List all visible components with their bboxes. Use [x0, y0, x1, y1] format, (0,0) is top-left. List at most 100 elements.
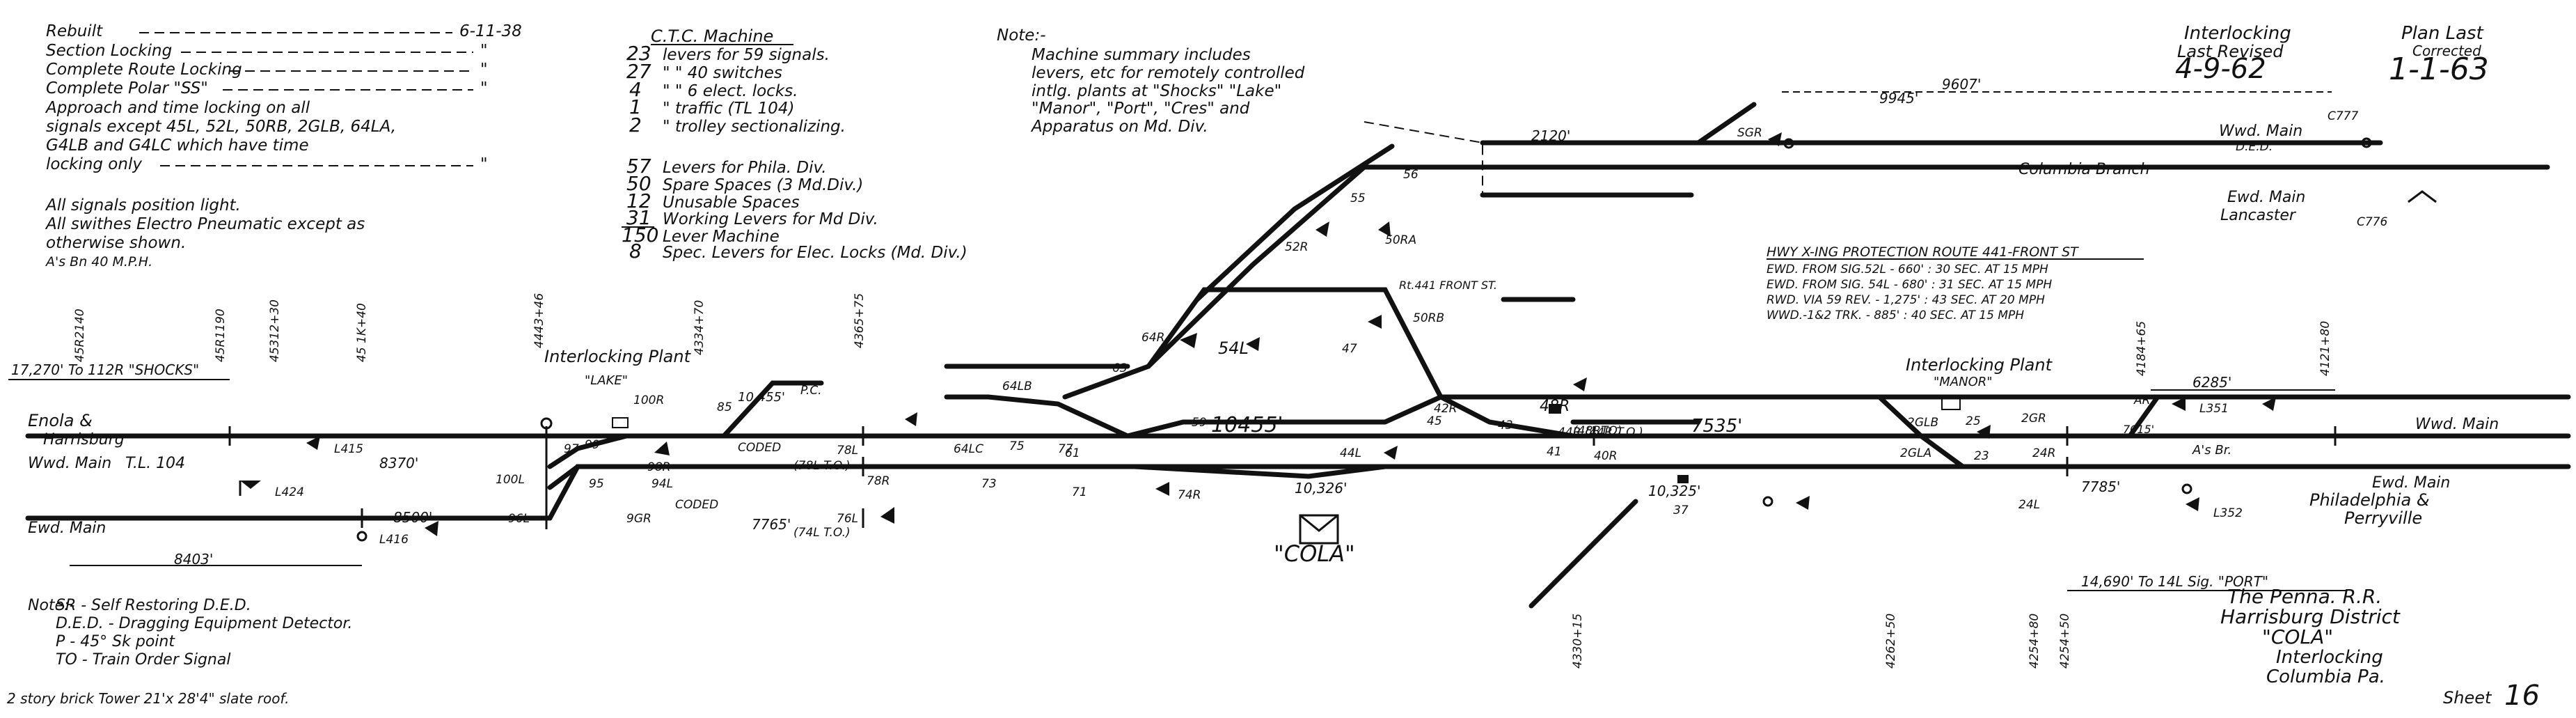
signal-label: 41 — [1547, 445, 1562, 459]
hwy-crossing-table: HWY X-ING PROTECTION ROUTE 441-FRONT ST … — [1767, 244, 2144, 322]
signal-label: 75 — [1009, 439, 1025, 453]
signal-icon — [425, 521, 438, 536]
track-branch-2 — [1194, 143, 1395, 302]
signal-label: 64LB — [1002, 380, 1032, 393]
signal-label: 50RB — [1413, 311, 1444, 325]
milepost: 4121+80 — [2318, 321, 2332, 376]
legend-row: TO - Train Order Signal — [56, 651, 230, 669]
note-leader-lines — [139, 32, 473, 166]
signal-label: 25 — [1966, 414, 1981, 428]
track-lower-loop — [1062, 464, 1388, 479]
signal-label: 61 — [1065, 446, 1080, 460]
legend-bottom: Note:- SR - Self Restoring D.E.D. D.E.D.… — [7, 597, 352, 707]
label-to-shocks: 17,270' To 112R "SHOCKS" — [11, 361, 199, 378]
signal-label: 52R — [1285, 240, 1308, 254]
signal-label: 63 — [1112, 361, 1128, 375]
label-ewd-main-right: Ewd. Main — [2372, 474, 2450, 492]
signal-label: L416 — [379, 533, 409, 547]
ctc-count: 12 — [626, 189, 651, 212]
milepost: 45 1K+40 — [355, 303, 369, 362]
insulated-joints — [228, 426, 2337, 529]
ditto-mark: " — [480, 42, 488, 60]
signal-label: 40R — [1594, 449, 1617, 463]
milepost: 4254+50 — [2058, 614, 2072, 669]
plant-labels: Interlocking Plant "LAKE" Interlocking P… — [544, 347, 2053, 567]
lake-tower-icon — [612, 417, 629, 428]
note-section-locking: Section Locking — [46, 42, 172, 60]
signal-label: 96L — [508, 512, 530, 526]
place-enola: Enola & — [28, 411, 93, 430]
dist-7535: 7535' — [1691, 416, 1742, 437]
signal-label: 37 — [1673, 504, 1689, 517]
milepost: 4365+75 — [853, 293, 867, 348]
ctc-machine-block: C.T.C. Machine 23 levers for 59 signals.… — [622, 26, 967, 263]
cola-tower-icon-cross — [1299, 514, 1338, 532]
mileposts: 45R2140 45R1190 45312+30 45 1K+40 4443+4… — [73, 293, 2332, 669]
ctc-count: 50 — [626, 172, 651, 195]
signal-head-icon — [2361, 137, 2372, 148]
signal-label: 56 — [1403, 168, 1419, 182]
signal-base-icon — [1549, 404, 1561, 414]
sheet-label: Sheet — [2443, 688, 2492, 708]
milepost: 45312+30 — [268, 299, 282, 362]
signal-label: 99 — [585, 438, 600, 452]
signal-label: 71 — [1072, 485, 1087, 499]
signal-label: 74R — [1178, 488, 1201, 502]
ctc-count: 57 — [626, 155, 651, 178]
hwy-row: WWD.-1&2 TRK. - 885' : 40 SEC. AT 15 MPH — [1767, 309, 2024, 322]
ctc-title: C.T.C. Machine — [651, 26, 773, 46]
signal-label: 44R (44R T.O.) — [1558, 426, 1643, 439]
ctc-row: " " 6 elect. locks. — [663, 82, 798, 100]
signal-icon — [306, 436, 320, 450]
signal-icon — [2172, 397, 2186, 411]
place-philadelphia: Philadelphia & — [2309, 490, 2430, 510]
signal-icon — [654, 442, 670, 455]
manor-plant-title: Interlocking Plant — [1906, 355, 2053, 375]
label-ewd-main-branch: Ewd. Main — [2227, 189, 2305, 206]
crossover-lake-2 — [547, 464, 580, 490]
signal-label: L351 — [2199, 402, 2229, 416]
ditto-mark: " — [480, 155, 488, 173]
ctc-row: " traffic (TL 104) — [663, 100, 794, 118]
lake-plant-title: Interlocking Plant — [544, 347, 692, 366]
label-ewd-main-left: Ewd. Main — [28, 520, 106, 537]
ditto-mark: " — [480, 79, 488, 97]
title-block: The Penna. R.R. Harrisburg District "COL… — [2220, 585, 2540, 712]
label-wwd-main-branch: Wwd. Main — [2219, 123, 2302, 140]
signal-label: 100L — [496, 473, 525, 487]
signal-head-icon — [356, 531, 368, 542]
dist-7785: 7785' — [2081, 478, 2120, 495]
dist-8370: 8370' — [379, 455, 418, 471]
signal-label: 24L — [2018, 498, 2040, 512]
note-line: levers, etc for remotely controlled — [1032, 64, 1305, 82]
cola-tower-icon — [1299, 514, 1339, 545]
dist-2120: 2120' — [1531, 127, 1570, 144]
track-columbia-branch — [1146, 164, 2550, 369]
hwy-row: EWD. FROM SIG.52L - 660' : 30 SEC. AT 15… — [1767, 263, 2048, 276]
signal-label: 47 — [1342, 342, 1357, 356]
tracks — [25, 102, 2571, 609]
signal-icon — [1315, 221, 1329, 237]
note-approach: Approach and time locking on all — [45, 99, 310, 117]
signal-label: 78R — [867, 474, 890, 488]
signal-label: CODED — [675, 498, 718, 512]
label-wwd-main-left: Wwd. Main — [28, 455, 111, 472]
signal-icon — [1384, 446, 1398, 460]
signal-label: 85 — [717, 400, 732, 414]
place-lancaster: Lancaster — [2220, 207, 2297, 224]
dist-10455a: 10 455' — [738, 390, 785, 405]
track-ewd-main — [547, 464, 2571, 521]
signal-label: 50RA — [1385, 233, 1416, 247]
ctc-count: 2 — [629, 114, 642, 136]
signal-head-icon — [2181, 483, 2192, 494]
signal-label: P.C. — [800, 384, 822, 398]
sheet-number: 16 — [2504, 680, 2540, 712]
note-rebuilt-date: 6-11-38 — [459, 22, 522, 40]
signal-label: SGR — [1737, 126, 1762, 140]
milepost: 4330+15 — [1571, 614, 1585, 669]
signal-icon — [1796, 496, 1810, 510]
signal-label: 64LC — [954, 442, 983, 456]
place-harrisburg: Harrisburg — [43, 431, 125, 448]
signal-label: 43 — [1498, 419, 1513, 432]
